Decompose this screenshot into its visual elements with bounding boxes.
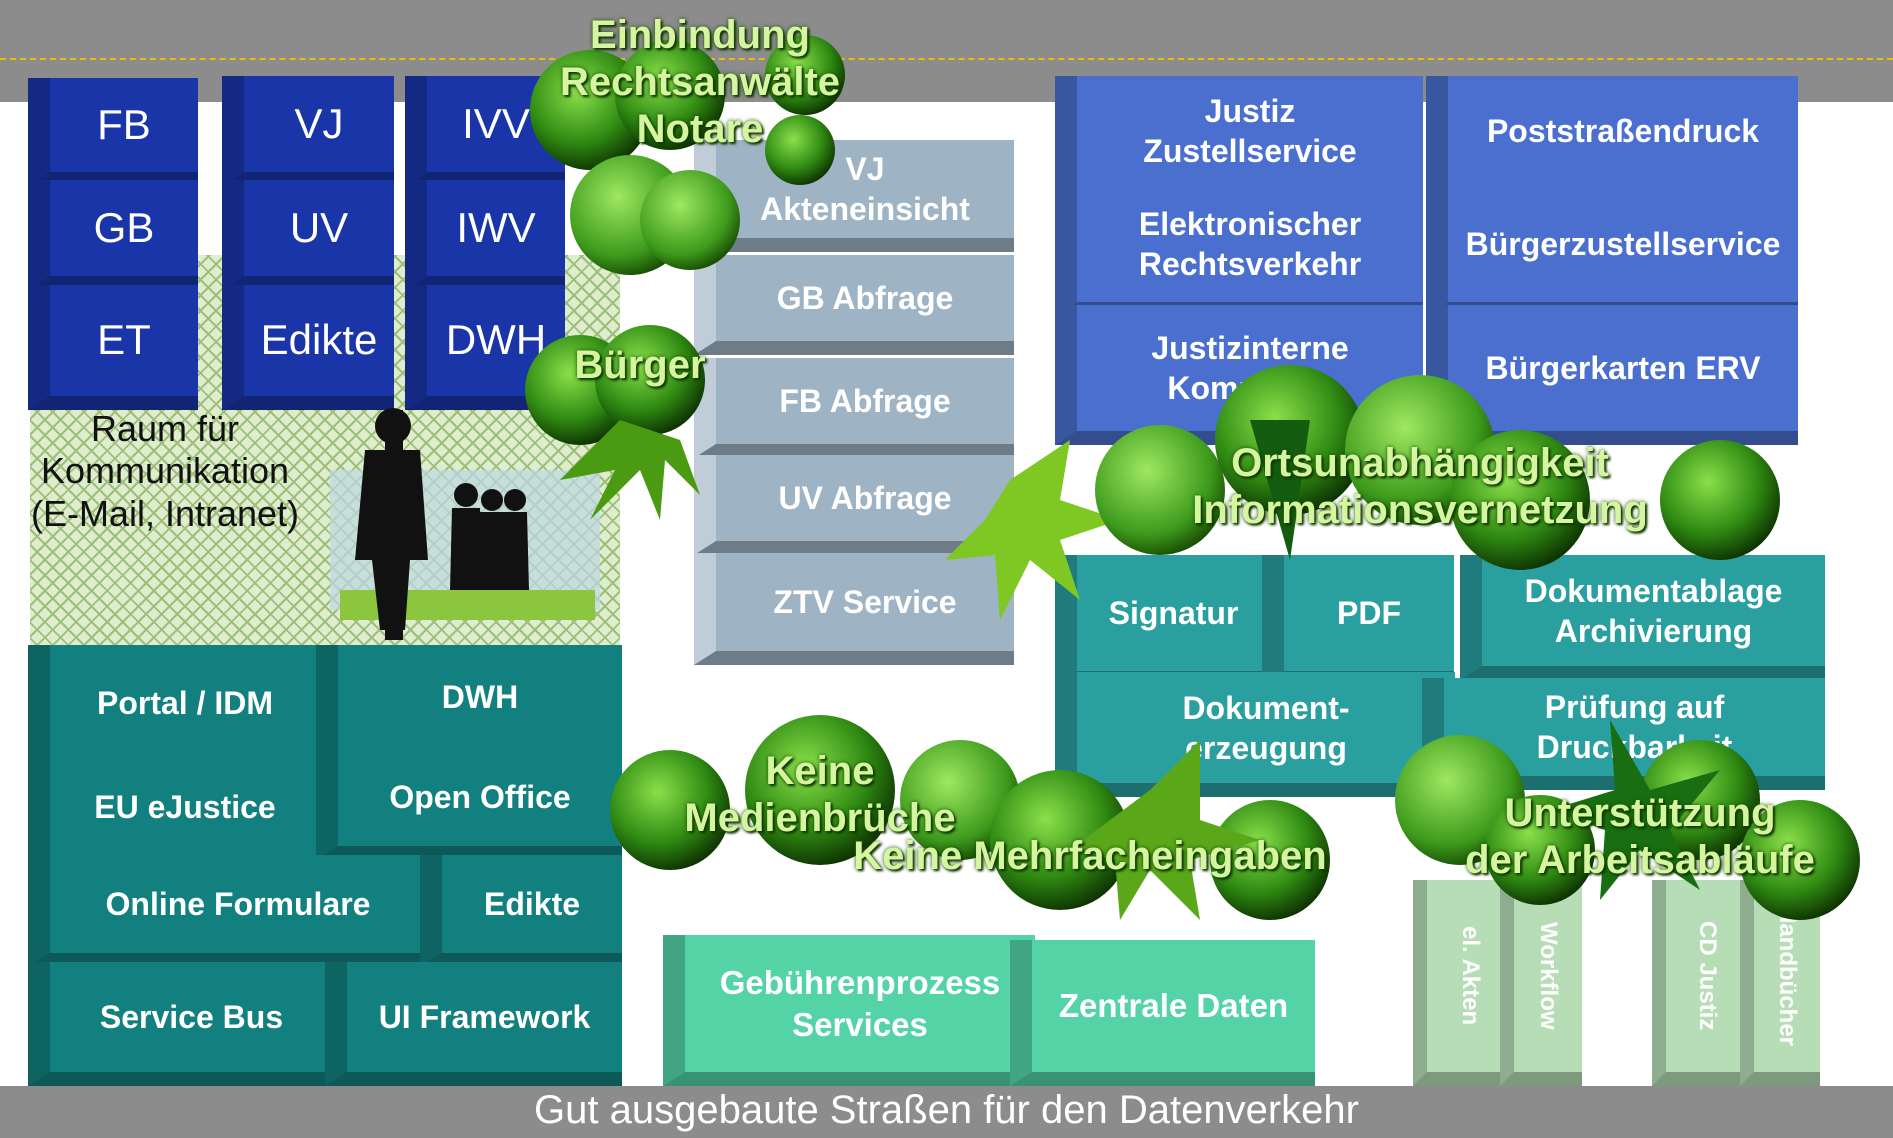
box-poststrassendruck-label: Poststraßendruck [1486, 113, 1760, 149]
box-dokumentablage-label: Dokumentablage Archivierung [1524, 572, 1783, 649]
box-service-bus: Service Bus [28, 962, 333, 1086]
tab-workflow-label: Workflow [1535, 922, 1562, 1030]
box-dwh-label: DWH [441, 679, 519, 715]
block-ivv-label: IVV [462, 99, 530, 147]
block-edikte: Edikte [222, 285, 394, 410]
box-buergerzustellservice: Bürgerzustellservice [1426, 186, 1798, 316]
block-gb-label: GB [93, 203, 155, 251]
box-dokumenterzeugung: Dokument- erzeugung [1055, 672, 1455, 797]
block-gb: GB [28, 180, 198, 290]
box-edikte: Edikte [420, 855, 622, 967]
box-gebuehrenprozess: Gebührenprozess Services [663, 935, 1035, 1086]
box-ui-framework-label: UI Framework [378, 999, 591, 1035]
box-edikte-label: Edikte [483, 886, 581, 922]
comm-space-label: Raum für Kommunikation (E-Mail, Intranet… [30, 408, 300, 534]
block-uv: UV [222, 180, 394, 290]
label-keine-mehrfacheingaben: Keine Mehrfacheingaben [853, 834, 1327, 878]
service-vj-akteneinsicht: VJ Akteneinsicht [694, 140, 1014, 252]
tab-cd-justiz: CD Justiz [1652, 880, 1748, 1086]
block-vj-label: VJ [294, 99, 344, 147]
label-keine-medienbrueche: Keine Medienbrüche [684, 749, 956, 841]
service-gb-abfrage: GB Abfrage [694, 255, 1014, 355]
label-buerger: Bürger [574, 343, 706, 387]
service-gb-abfrage-label: GB Abfrage [776, 280, 954, 316]
block-dwh-label: DWH [445, 316, 547, 364]
block-iwv-label: IWV [456, 203, 536, 251]
service-vj-akteneinsicht-label: VJ Akteneinsicht [760, 151, 970, 227]
tree-top [525, 35, 845, 520]
box-online-formulare: Online Formulare [28, 855, 426, 967]
tab-workflow: Workflow [1500, 880, 1582, 1086]
tree-middle-right [945, 365, 1780, 620]
block-et-label: ET [97, 316, 151, 364]
tab-cd-justiz-label: CD Justiz [1694, 921, 1721, 1031]
block-et: ET [28, 285, 198, 410]
service-fb-abfrage: FB Abfrage [694, 358, 1014, 458]
box-open-office-label: Open Office [389, 779, 571, 815]
box-ui-framework: UI Framework [325, 962, 622, 1086]
business-people-icon [330, 408, 600, 640]
dashed-divider [0, 58, 1893, 60]
tree-bottom-middle [610, 715, 1330, 920]
footer-caption: Gut ausgebaute Straßen für den Datenverk… [534, 1088, 1359, 1132]
box-signatur-label: Signatur [1108, 595, 1239, 631]
box-service-bus-label: Service Bus [99, 999, 284, 1035]
block-uv-label: UV [289, 203, 349, 251]
service-ztv: ZTV Service [694, 553, 1014, 665]
box-zentrale-daten: Zentrale Daten [1010, 940, 1315, 1086]
box-zentrale-daten-label: Zentrale Daten [1058, 987, 1289, 1025]
tab-el-akten: el. Akten [1413, 880, 1513, 1086]
label-ortsunabhaengigkeit: Ortsunabhängigkeit Informationsvernetzun… [1192, 441, 1648, 533]
box-buergerkarten-label: Bürgerkarten ERV [1485, 350, 1761, 386]
service-fb-abfrage-label: FB Abfrage [779, 383, 951, 419]
box-buergerzustellservice-label: Bürgerzustellservice [1465, 226, 1781, 262]
tree-bottom-right [1395, 720, 1860, 920]
box-portal-idm-label: Portal / IDM [96, 685, 273, 721]
tab-el-akten-label: el. Akten [1457, 926, 1484, 1026]
box-portal-idm: Portal / IDM [28, 645, 320, 775]
block-fb-label: FB [97, 100, 151, 148]
box-gebuehrenprozess-label: Gebührenprozess Services [719, 964, 1001, 1043]
box-erv-label: Elektronischer Rechtsverkehr [1138, 206, 1362, 282]
box-online-formulare-label: Online Formulare [105, 886, 371, 922]
tab-handbuecher-label: Handbücher [1774, 905, 1801, 1046]
label-einbindung: Einbindung Rechtsanwälte Notare [559, 13, 841, 152]
box-pdf-label: PDF [1337, 595, 1401, 631]
block-edikte-label: Edikte [260, 316, 378, 364]
box-justiz-zustellservice-label: Justiz Zustellservice [1143, 93, 1357, 169]
bottom-band [0, 1086, 1893, 1138]
box-eu-ejustice-label: EU eJustice [94, 789, 276, 825]
service-uv-abfrage-label: UV Abfrage [778, 480, 952, 516]
service-ztv-label: ZTV Service [773, 584, 957, 620]
box-buergerkarten: Bürgerkarten ERV [1426, 305, 1798, 445]
box-dokumenterzeugung-label: Dokument- erzeugung [1182, 689, 1350, 766]
service-uv-abfrage: UV Abfrage [694, 455, 1014, 555]
box-dokumentablage: Dokumentablage Archivierung [1460, 555, 1825, 680]
label-unterstuetzung: Unterstützung der Arbeitsabläufe [1465, 791, 1815, 883]
